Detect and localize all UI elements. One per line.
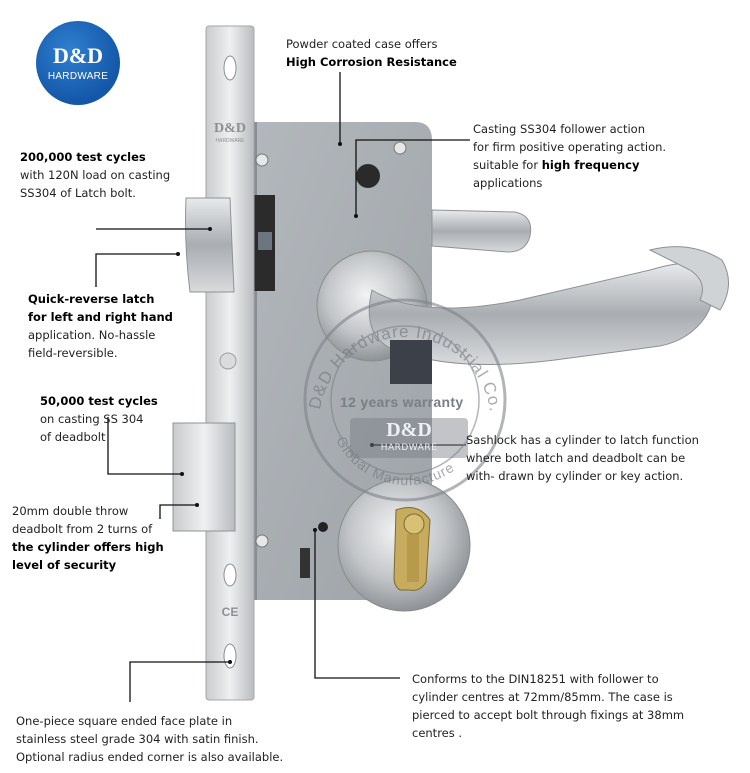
callout-din: Conforms to the DIN18251 with follower t…	[412, 672, 685, 740]
faceplate-brand-mark: D&D	[214, 121, 246, 136]
lever-handle-front	[368, 246, 729, 365]
watermark-badge-brand: D&D	[386, 419, 432, 441]
watermark-badge-sub: HARDWARE	[380, 443, 438, 453]
spindle-follower	[390, 340, 432, 384]
faceplate-sub-mark: HARDWARE	[216, 138, 246, 144]
latch-bolt	[185, 197, 235, 293]
callout-leader-lines	[95, 72, 470, 702]
logo-sub-text: HARDWARE	[47, 70, 109, 82]
callout-quick-reverse: Quick-reverse latch for left and right h…	[28, 292, 173, 360]
faceplate-ce-mark: CE	[222, 605, 239, 619]
deadbolt	[172, 422, 236, 532]
callout-sashlock: Sashlock has a cylinder to latch functio…	[466, 433, 699, 483]
callout-latch-cycles: 200,000 test cycles with 120N load on ca…	[20, 150, 171, 200]
callout-follower: Casting SS304 follower action for firm p…	[473, 122, 667, 190]
callout-deadbolt-cycles: 50,000 test cycles on casting SS 304 of …	[40, 394, 158, 444]
lever-handle-rear	[431, 209, 532, 253]
callout-case: Powder coated case offers High Corrosion…	[286, 37, 457, 69]
logo-brand-text: D&D	[52, 42, 104, 68]
brand-logo: D&D HARDWARE	[36, 21, 120, 105]
callout-faceplate: One-piece square ended face plate in sta…	[16, 714, 284, 764]
callout-double-throw: 20mm double throw deadbolt from 2 turns …	[12, 504, 164, 572]
watermark-badge: D&D HARDWARE	[350, 418, 468, 458]
cylinder-escutcheon	[337, 478, 471, 612]
watermark-warranty: 12 years warranty	[340, 394, 464, 410]
leader-line-dots	[176, 142, 374, 664]
